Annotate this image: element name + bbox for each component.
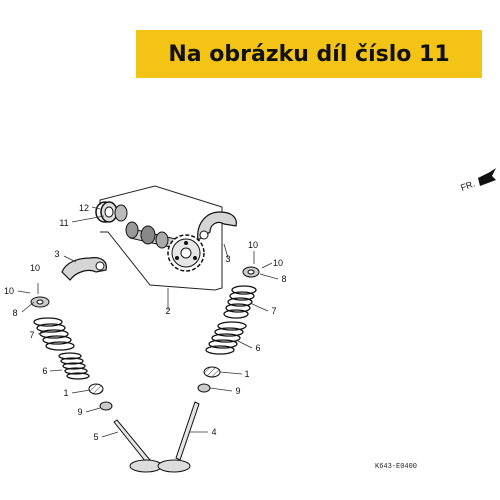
- part-label: 10: [4, 286, 14, 296]
- camshaft-group-outline: [99, 185, 223, 291]
- right-valve-train: [157, 266, 260, 473]
- rocker-arm-left: [61, 257, 107, 281]
- title-banner: Na obrázku díl číslo 11: [136, 30, 482, 78]
- diagram-code: K643-E0400: [375, 463, 417, 471]
- part-label: 2: [165, 306, 170, 316]
- part-label: 1: [63, 388, 68, 398]
- left-valve-train: [30, 296, 163, 473]
- part-label: 1: [244, 369, 249, 379]
- title-text: Na obrázku díl číslo 11: [168, 41, 450, 67]
- front-direction-arrow-icon: [478, 168, 496, 186]
- rocker-arm-right: [197, 211, 237, 242]
- direction-label: FR.: [459, 179, 476, 193]
- part-label: 12: [79, 203, 89, 213]
- part-label: 7: [271, 306, 276, 316]
- part-label: 9: [235, 386, 240, 396]
- part-label: 6: [255, 343, 260, 353]
- part-label: 10: [248, 240, 258, 250]
- part-label: 3: [225, 254, 230, 264]
- part-label: 5: [93, 432, 98, 442]
- leader-lines: [17, 206, 279, 438]
- part-label: 7: [29, 330, 34, 340]
- part-label: 4: [211, 427, 216, 437]
- bearing: [95, 201, 128, 223]
- part-label: 8: [12, 308, 17, 318]
- part-label: 8: [281, 274, 286, 284]
- part-label: 3: [54, 249, 59, 259]
- part-label: 9: [77, 407, 82, 417]
- part-label: 10: [30, 263, 40, 273]
- part-label: 11: [59, 218, 68, 228]
- cam-sprocket: [167, 234, 205, 272]
- part-label: 6: [42, 366, 47, 376]
- part-label: 10: [273, 258, 283, 268]
